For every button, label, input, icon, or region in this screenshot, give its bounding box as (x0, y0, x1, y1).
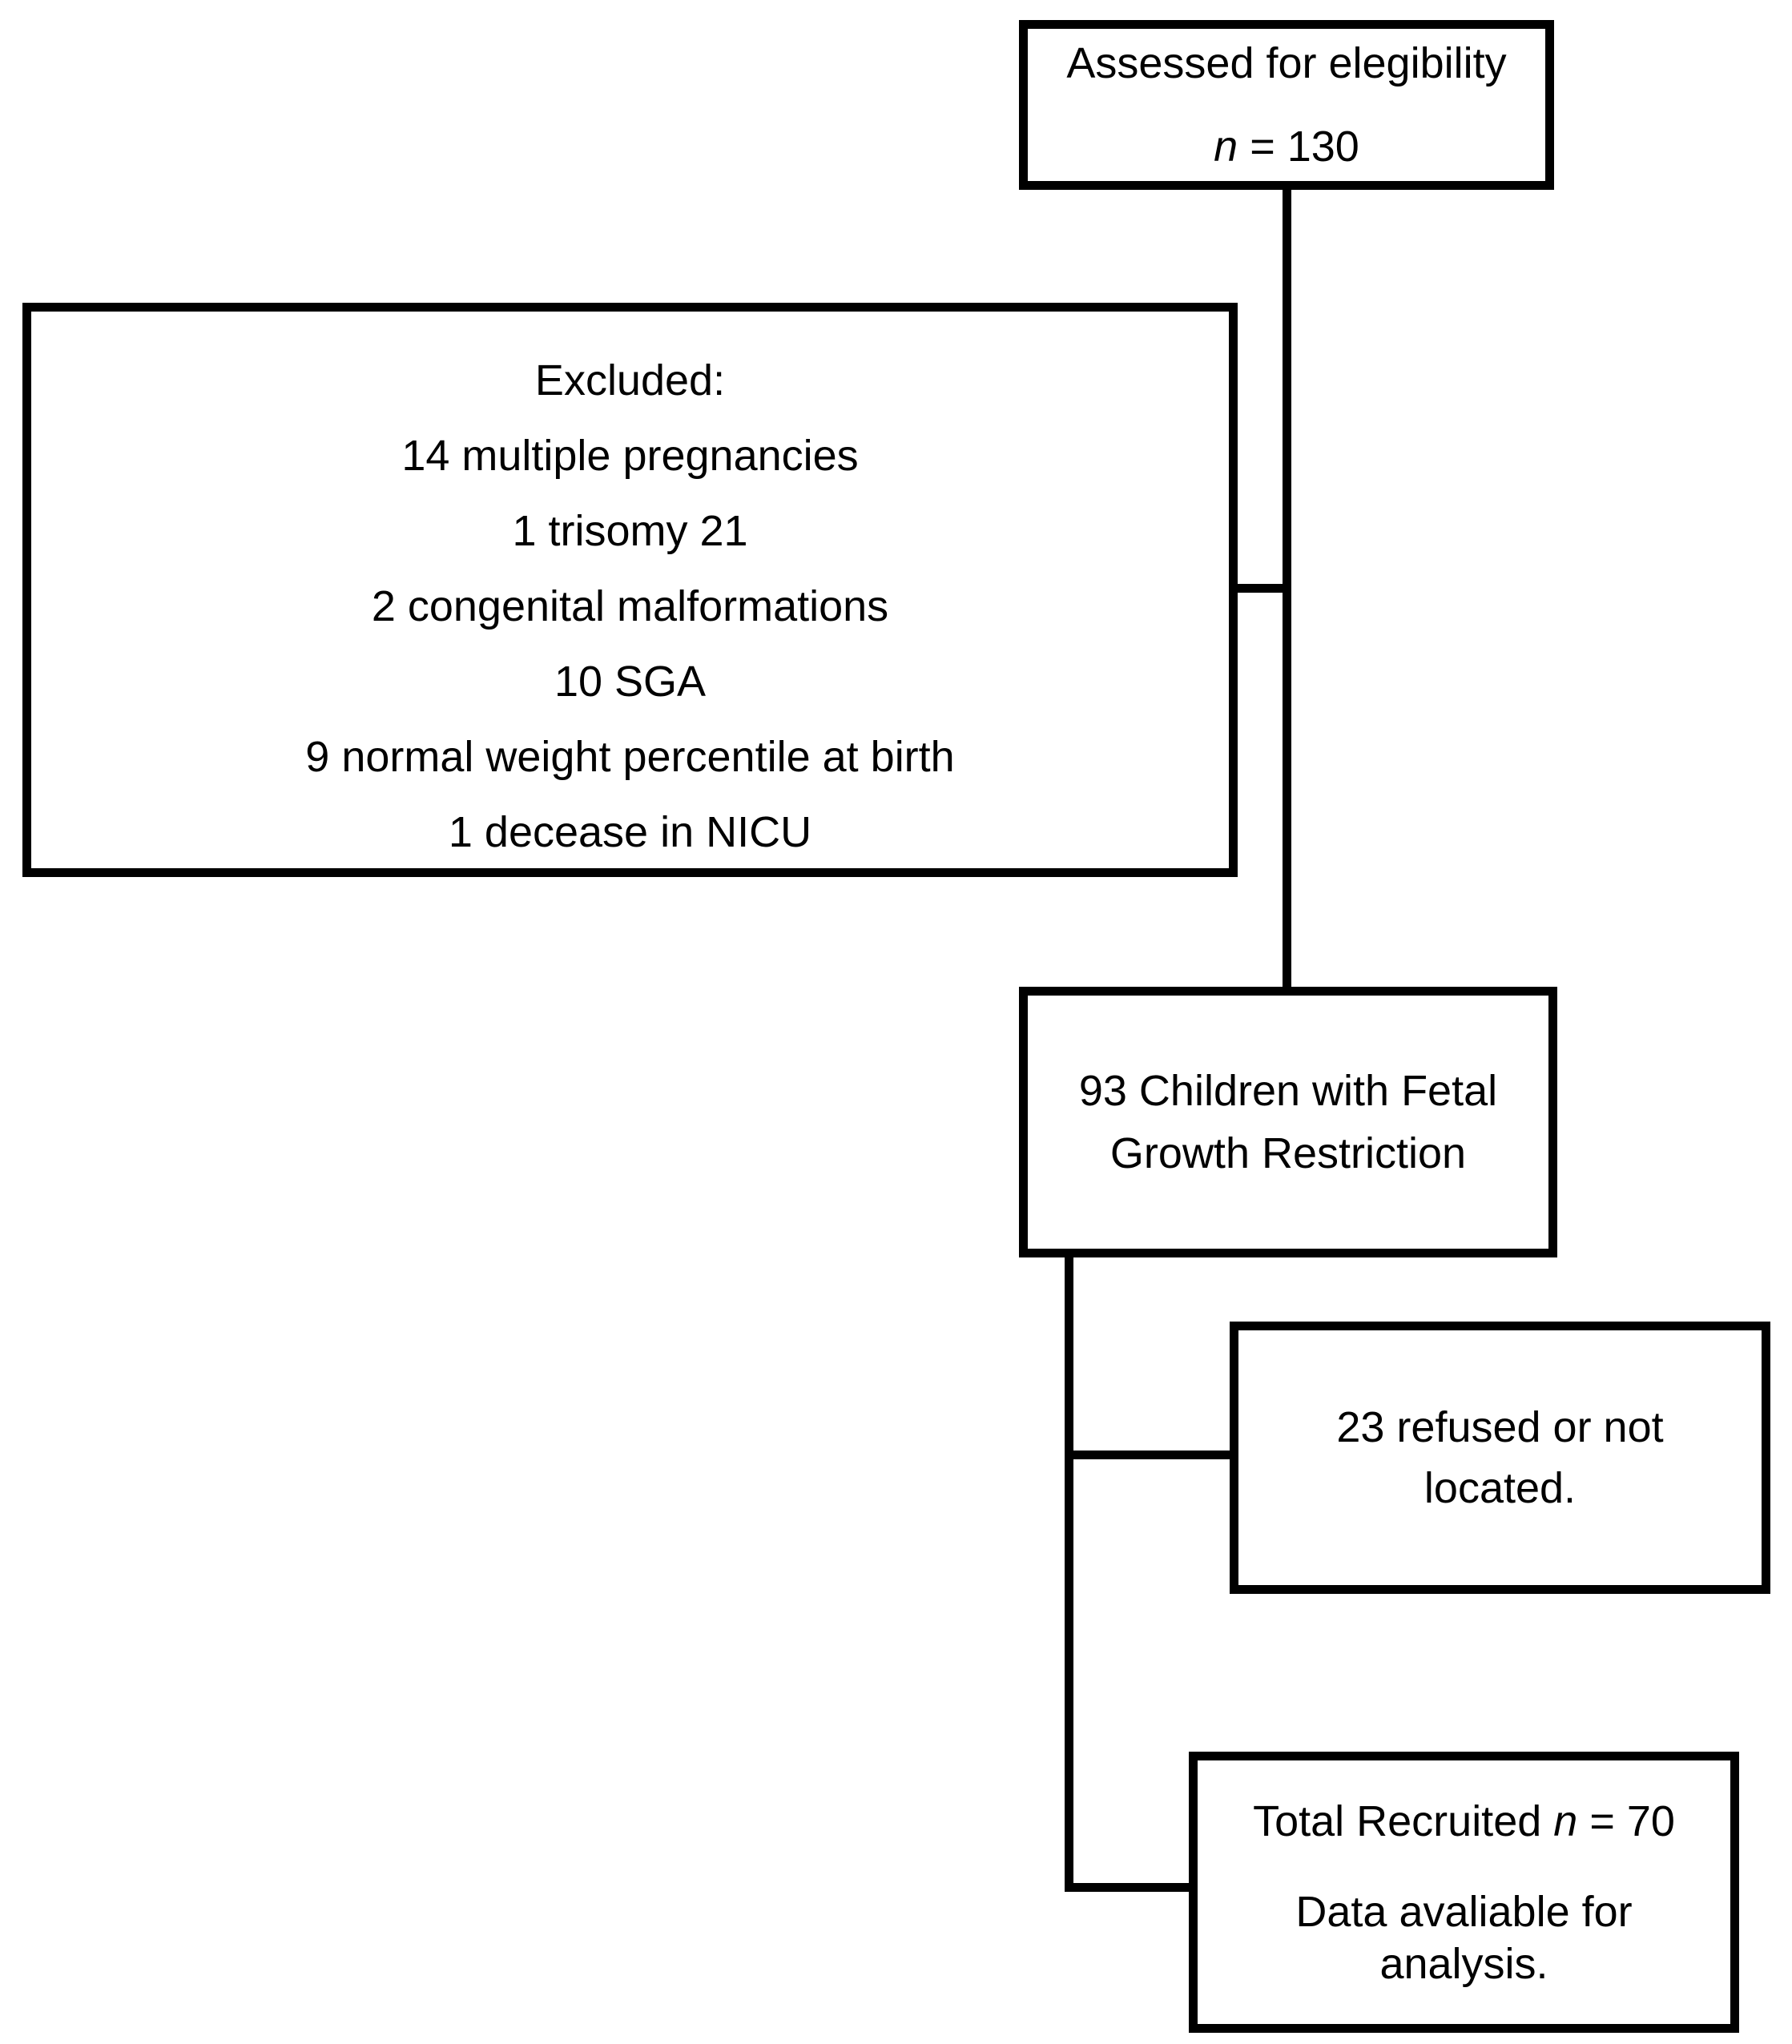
assessed-n-value: = 130 (1238, 123, 1359, 171)
excluded-item-decease-nicu: 1 decease in NICU (448, 807, 812, 856)
excluded-item-normal-weight-percentile: 9 normal weight percentile at birth (305, 732, 955, 781)
recruited-line2: Data avaliable for (1295, 1887, 1633, 1936)
connector-to-recruited (1073, 1883, 1189, 1892)
refused-line1: 23 refused or not (1336, 1403, 1664, 1451)
assessed-label: Assessed for elegibility (1066, 39, 1507, 87)
refused-box: 23 refused or not located. (1230, 1322, 1770, 1594)
recruited-line3: analysis. (1379, 1939, 1548, 1988)
excluded-item-sga: 10 SGA (554, 657, 707, 706)
excluded-item-congenital-malformations: 2 congenital malformations (371, 581, 889, 630)
fgr-children-box: 93 Children with Fetal Growth Restrictio… (1019, 987, 1557, 1257)
assessed-box: Assessed for elegibility n = 130 (1019, 20, 1554, 190)
connector-to-excluded (1238, 584, 1291, 593)
connector-to-refused (1073, 1451, 1230, 1459)
connector-fgr-down (1065, 1257, 1073, 1892)
recruited-n-italic: n (1553, 1797, 1578, 1845)
excluded-item-multiple-pregnancies: 14 multiple pregnancies (401, 431, 859, 480)
recruited-label: Total Recruited (1253, 1797, 1554, 1845)
assessed-count: n = 130 (1214, 122, 1359, 171)
refused-line2: located. (1424, 1464, 1577, 1512)
fgr-line1: 93 Children with Fetal (1078, 1067, 1498, 1115)
assessed-n-italic: n (1214, 123, 1238, 171)
recruited-n-value: = 70 (1577, 1797, 1675, 1845)
excluded-title: Excluded: (534, 356, 726, 404)
recruited-box: Total Recruited n = 70 Data avaliable fo… (1189, 1752, 1739, 2033)
excluded-item-trisomy-21: 1 trisomy 21 (512, 506, 748, 555)
excluded-box: Excluded: 14 multiple pregnancies 1 tris… (22, 303, 1238, 877)
recruited-count: Total Recruited n = 70 (1253, 1797, 1675, 1846)
fgr-line2: Growth Restriction (1109, 1129, 1467, 1177)
